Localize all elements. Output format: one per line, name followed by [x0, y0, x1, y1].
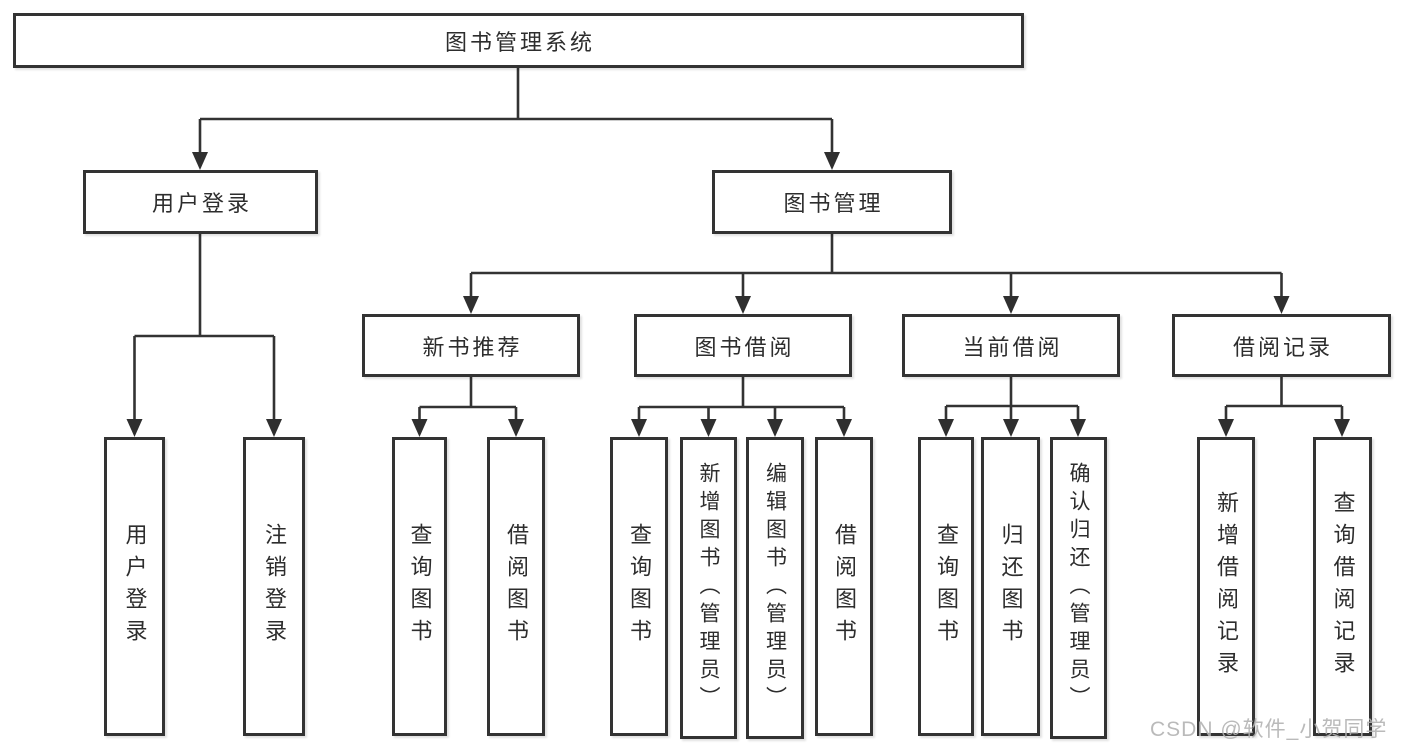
leaf-bb-add-book-admin: 新增图书（管理员）: [680, 437, 737, 739]
node-current-borrow: 当前借阅: [902, 314, 1120, 377]
leaf-logout: 注销登录: [243, 437, 305, 736]
node-new-book-recommend: 新书推荐: [362, 314, 580, 377]
node-borrow-record: 借阅记录: [1172, 314, 1391, 377]
node-root-system: 图书管理系统: [13, 13, 1024, 68]
leaf-bb-borrow-book: 借阅图书: [815, 437, 873, 736]
leaf-br-query-record: 查询借阅记录: [1313, 437, 1372, 736]
leaf-cb-return-book: 归还图书: [981, 437, 1040, 736]
leaf-cb-query-book: 查询图书: [918, 437, 974, 736]
leaf-rec-query-book: 查询图书: [392, 437, 447, 736]
tree-edges: [133, 68, 1344, 427]
node-book-management: 图书管理: [712, 170, 952, 234]
node-book-borrow: 图书借阅: [634, 314, 852, 377]
leaf-user-login: 用户登录: [104, 437, 165, 736]
leaf-cb-confirm-return-admin: 确认归还（管理员）: [1050, 437, 1107, 739]
leaf-br-add-record: 新增借阅记录: [1197, 437, 1255, 736]
node-user-login: 用户登录: [83, 170, 318, 234]
leaf-bb-query-book: 查询图书: [610, 437, 668, 736]
csdn-watermark: CSDN @软件_小贺同学: [1150, 718, 1388, 741]
arrowheads: [126, 152, 1350, 437]
leaf-bb-edit-book-admin: 编辑图书（管理员）: [746, 437, 804, 739]
leaf-rec-borrow-book: 借阅图书: [487, 437, 545, 736]
